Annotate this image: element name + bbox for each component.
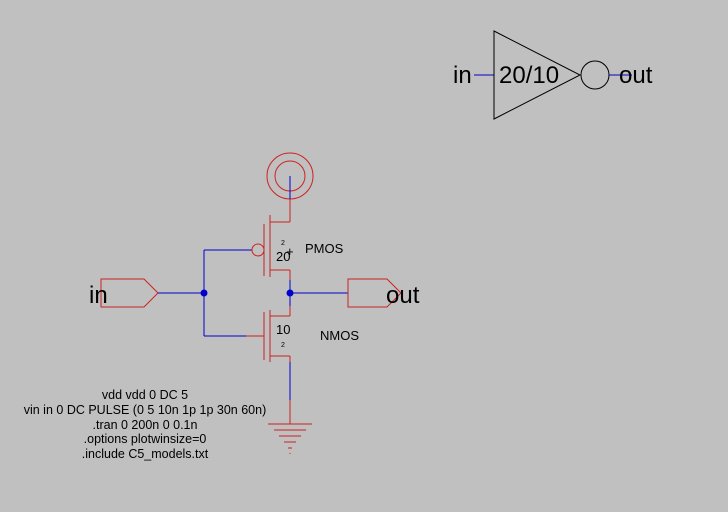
nmos-width-label: 10: [276, 322, 290, 337]
spice-line: vin in 0 DC PULSE (0 5 10n 1p 1p 30n 60n…: [24, 403, 267, 417]
inverter-triangle: [493, 30, 582, 120]
nmos-name-label: NMOS: [320, 328, 359, 343]
nmos-transistor[interactable]: 10 2 NMOS: [246, 306, 359, 362]
output-junction: [286, 289, 294, 297]
output-port-shape: [347, 278, 402, 308]
input-junction: [200, 289, 208, 297]
pmos-gate-bubble: [251, 243, 265, 257]
nmos-length-label: 2: [281, 342, 285, 349]
pmos-name-label: PMOS: [305, 241, 344, 256]
pmos-plus-label: +: [286, 244, 294, 259]
output-port[interactable]: out: [347, 278, 420, 309]
pmos-length-label: 2: [281, 240, 285, 247]
pmos-width-label: 20: [276, 249, 290, 264]
output-port-label: out: [386, 282, 420, 309]
spice-line: .tran 0 200n 0 0.1n: [93, 418, 198, 432]
spice-line: .options plotwinsize=0: [84, 432, 207, 446]
symbol-input-label: in: [453, 62, 472, 89]
spice-line: vdd vdd 0 DC 5: [102, 388, 188, 402]
symbol-ratio-label: 20/10: [499, 62, 559, 89]
inverter-symbol[interactable]: in 20/10 out: [453, 30, 653, 120]
input-port-label: in: [89, 282, 108, 309]
spice-directives[interactable]: vdd vdd 0 DC 5 vin in 0 DC PULSE (0 5 10…: [24, 388, 267, 461]
spice-line: .include C5_models.txt: [82, 447, 209, 461]
symbol-output-label: out: [619, 62, 653, 89]
input-port-shape: [100, 278, 159, 308]
input-port[interactable]: in: [89, 278, 159, 309]
vdd-supply[interactable]: [266, 152, 314, 200]
ground-symbol[interactable]: [268, 400, 312, 454]
pmos-transistor[interactable]: 2 20 + PMOS: [251, 199, 344, 280]
inverter-bubble: [580, 60, 610, 90]
